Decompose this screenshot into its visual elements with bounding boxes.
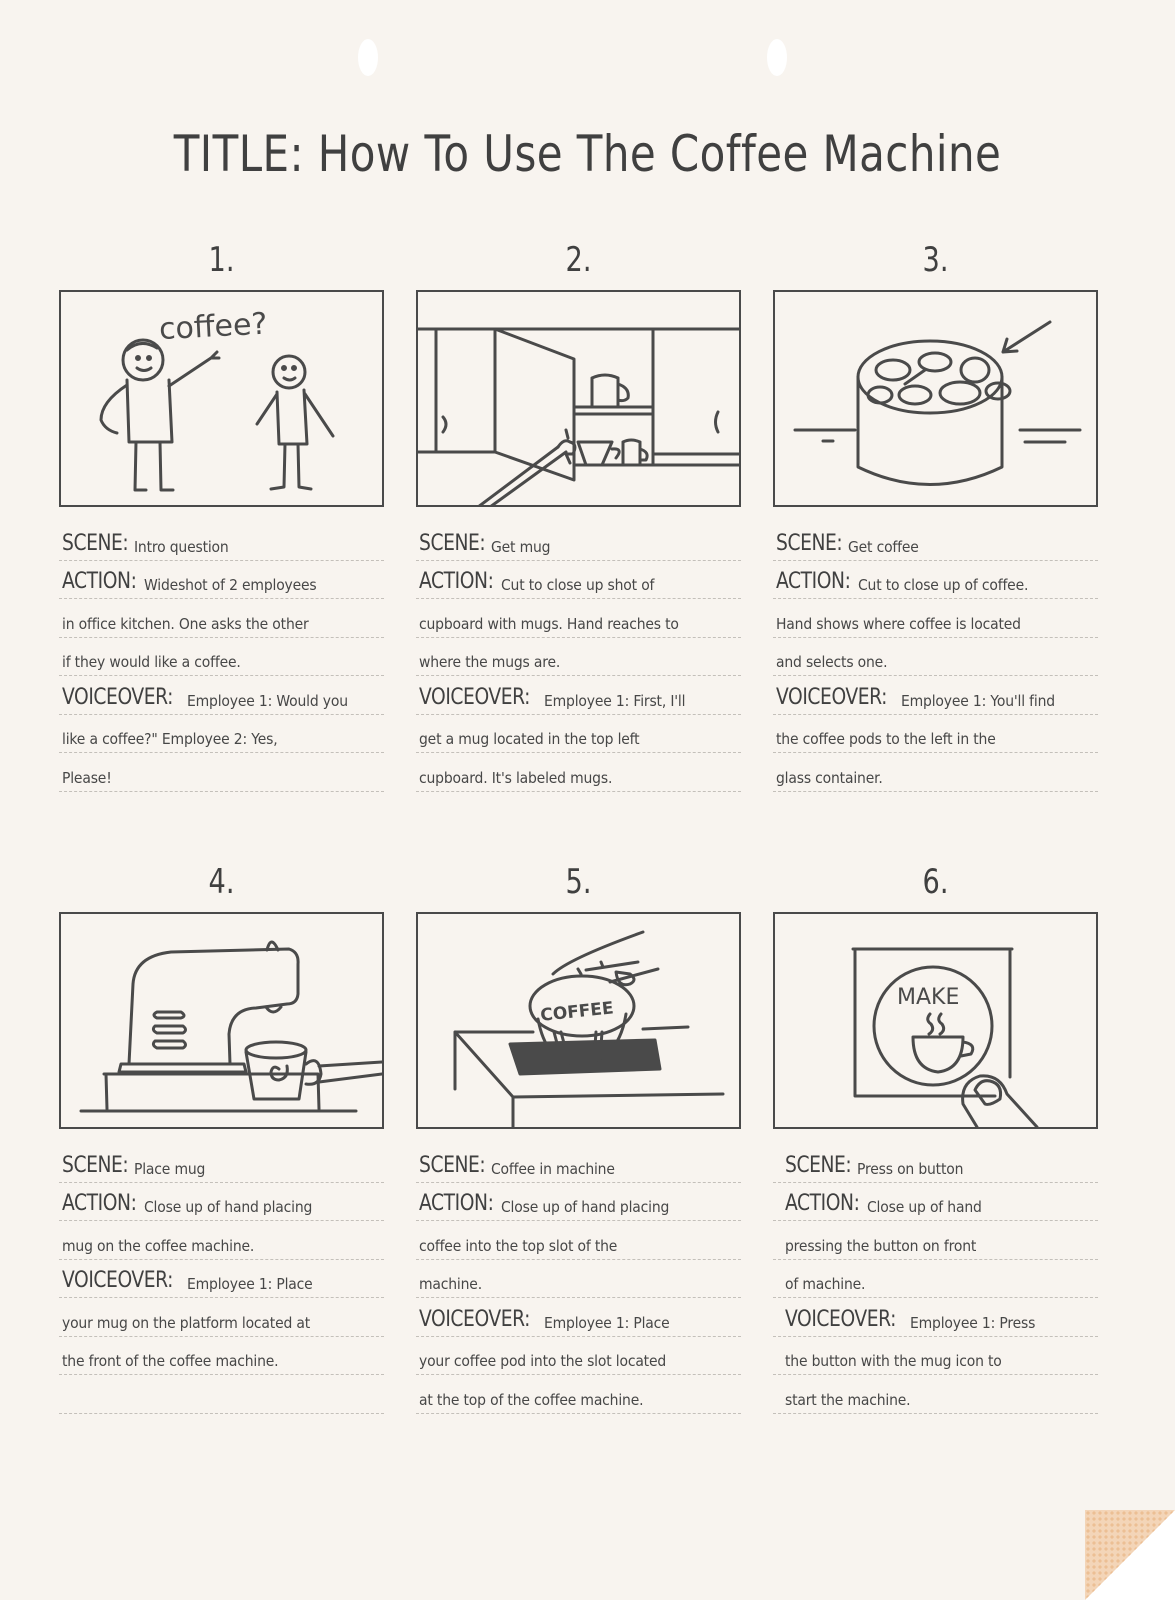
- note-line: ACTION:Cut to close up shot of: [416, 561, 741, 599]
- panel-number: 4.: [208, 862, 235, 902]
- note-line: SCENE:Get coffee: [773, 522, 1098, 561]
- svg-text:coffee?: coffee?: [158, 307, 268, 348]
- note-line: your coffee pod into the slot located: [416, 1337, 741, 1375]
- note-line: VOICEOVER:Employee 1: Would you: [59, 676, 384, 715]
- note-line: in office kitchen. One asks the other: [59, 599, 384, 638]
- binder-hole-left: [358, 39, 378, 76]
- note-line: get a mug located in the top left: [416, 715, 741, 753]
- sketch-frame: [59, 912, 384, 1129]
- note-line: glass container.: [773, 753, 1098, 792]
- sketch-frame: [773, 290, 1098, 507]
- note-line: SCENE:Coffee in machine: [416, 1144, 741, 1183]
- note-line: start the machine.: [773, 1375, 1098, 1414]
- note-line: VOICEOVER:Employee 1: You'll find: [773, 676, 1098, 715]
- note-line: the coffee pods to the left in the: [773, 715, 1098, 753]
- note-line: where the mugs are.: [416, 638, 741, 676]
- note-line: VOICEOVER:Employee 1: Press: [773, 1298, 1098, 1337]
- scene-notes: SCENE:Press on button ACTION:Close up of…: [773, 1144, 1098, 1414]
- coffee-machine-with-mug-icon: [79, 940, 382, 1113]
- note-line: VOICEOVER:Employee 1: Place: [416, 1298, 741, 1337]
- note-line: Please!: [59, 753, 384, 792]
- scene-notes: SCENE:Get coffee ACTION:Cut to close up …: [773, 522, 1098, 792]
- note-line: at the top of the coffee machine.: [416, 1375, 741, 1414]
- scene-notes: SCENE:Place mug ACTION:Close up of hand …: [59, 1144, 384, 1414]
- note-line: ACTION:Close up of hand: [773, 1183, 1098, 1221]
- note-line: ACTION:Cut to close up of coffee.: [773, 561, 1098, 599]
- sketch-frame: [416, 290, 741, 507]
- scene-notes: SCENE:Get mug ACTION:Cut to close up sho…: [416, 522, 741, 792]
- panel-number: 2.: [565, 240, 592, 280]
- note-line: VOICEOVER:Employee 1: Place: [59, 1260, 384, 1298]
- page-title: TITLE: How To Use The Coffee Machine: [173, 125, 1002, 183]
- coffee-pod-container-icon: [793, 320, 1082, 486]
- note-line: [59, 1375, 384, 1414]
- note-line: coffee into the top slot of the: [416, 1221, 741, 1260]
- make-button-press-icon: MAKE: [851, 947, 1039, 1127]
- note-line: the button with the mug icon to: [773, 1337, 1098, 1375]
- note-line: ACTION:Close up of hand placing: [59, 1183, 384, 1221]
- note-line: machine.: [416, 1260, 741, 1298]
- note-line: mug on the coffee machine.: [59, 1221, 384, 1260]
- note-line: if they would like a coffee.: [59, 638, 384, 676]
- cupboard-with-mugs-icon: [418, 327, 739, 505]
- note-line: your mug on the platform located at: [59, 1298, 384, 1337]
- note-line: ACTION:Close up of hand placing: [416, 1183, 741, 1221]
- note-line: cupboard with mugs. Hand reaches to: [416, 599, 741, 638]
- note-line: cupboard. It's labeled mugs.: [416, 753, 741, 792]
- two-stick-figures-icon: coffee?: [99, 307, 335, 492]
- binder-hole-right: [767, 39, 787, 76]
- svg-text:COFFEE: COFFEE: [539, 998, 614, 1026]
- note-line: and selects one.: [773, 638, 1098, 676]
- note-line: Hand shows where coffee is located: [773, 599, 1098, 638]
- panel-number: 1.: [208, 240, 235, 280]
- note-line: SCENE:Intro question: [59, 522, 384, 561]
- svg-text:MAKE: MAKE: [897, 985, 959, 1010]
- note-line: of machine.: [773, 1260, 1098, 1298]
- note-line: ACTION:Wideshot of 2 employees: [59, 561, 384, 599]
- scene-notes: SCENE:Coffee in machine ACTION:Close up …: [416, 1144, 741, 1414]
- note-line: like a coffee?" Employee 2: Yes,: [59, 715, 384, 753]
- sketch-frame: COFFEE: [416, 912, 741, 1129]
- panel-number: 5.: [565, 862, 592, 902]
- sketch-frame: MAKE: [773, 912, 1098, 1129]
- note-line: SCENE:Press on button: [773, 1144, 1098, 1183]
- coffee-pod-in-slot-icon: COFFEE: [453, 930, 725, 1127]
- note-line: pressing the button on front: [773, 1221, 1098, 1260]
- scene-notes: SCENE:Intro question ACTION:Wideshot of …: [59, 522, 384, 792]
- note-line: the front of the coffee machine.: [59, 1337, 384, 1375]
- sketch-frame: coffee?: [59, 290, 384, 507]
- note-line: VOICEOVER:Employee 1: First, I'll: [416, 676, 741, 715]
- panel-number: 3.: [922, 240, 949, 280]
- note-line: SCENE:Place mug: [59, 1144, 384, 1183]
- panel-number: 6.: [922, 862, 949, 902]
- note-line: SCENE:Get mug: [416, 522, 741, 561]
